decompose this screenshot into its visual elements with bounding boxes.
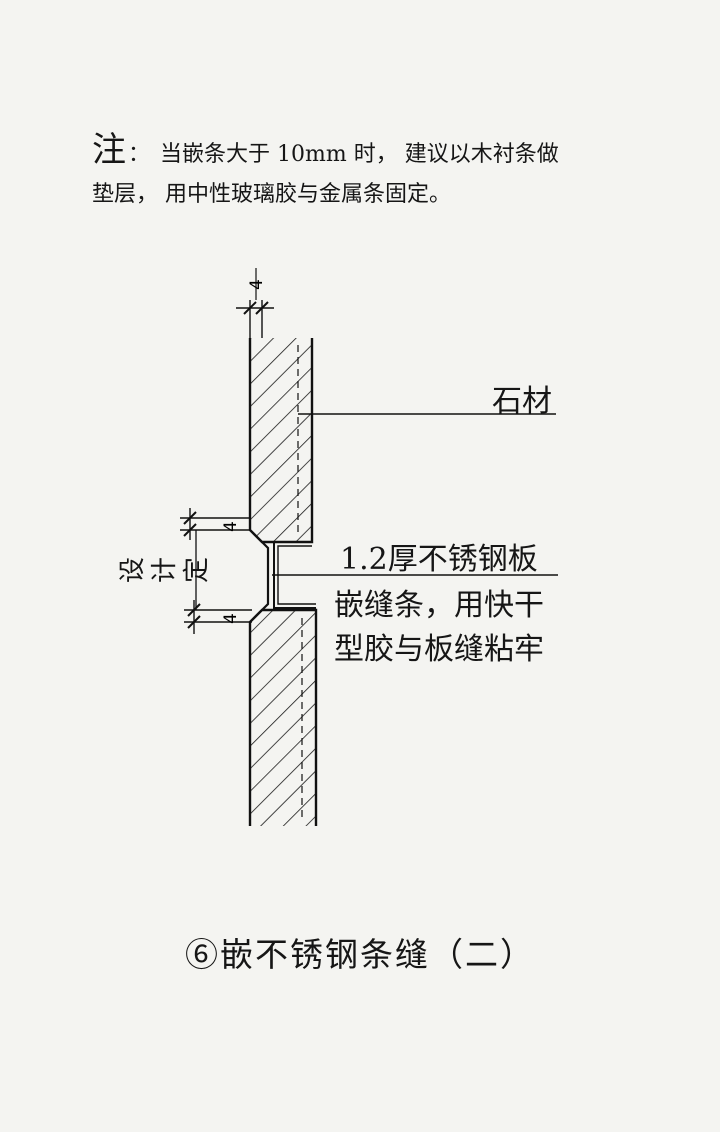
note-mark: 注 <box>92 130 126 170</box>
label-steel-line-2: 嵌缝条，用快干 <box>334 588 544 623</box>
note-line-2: 垫层， 用中性玻璃胶与金属条固定。 <box>92 182 451 207</box>
dimension-joint-b-value: 4 <box>221 613 241 624</box>
label-stone: 石材 <box>492 384 552 419</box>
stone-panel-lower <box>248 608 318 826</box>
stone-panel-upper <box>248 338 314 544</box>
dimension-top-value: 4 <box>247 279 267 290</box>
label-steel-line-3: 型胶与板缝粘牢 <box>334 632 544 667</box>
note-block: 注： 当嵌条大于 10mm 时， 建议以木衬条做 垫层， 用中性玻璃胶与金属条固定… <box>92 130 652 215</box>
dimension-joint-a-value: 4 <box>221 521 241 532</box>
figure-caption: ⑥嵌不锈钢条缝（二） <box>185 935 535 974</box>
dimension-top: 4 <box>236 268 274 338</box>
steel-strip <box>261 541 316 611</box>
dimension-joint: 4 4 <box>180 508 252 634</box>
note-colon: ： <box>128 142 151 167</box>
label-design: 设计定 <box>118 557 212 584</box>
note-line-1: 注： 当嵌条大于 10mm 时， 建议以木衬条做 <box>92 130 652 175</box>
label-steel-line-1: 1.2厚不锈钢板 <box>340 542 538 577</box>
note-text-1: 当嵌条大于 10mm 时， 建议以木衬条做 <box>160 142 559 167</box>
